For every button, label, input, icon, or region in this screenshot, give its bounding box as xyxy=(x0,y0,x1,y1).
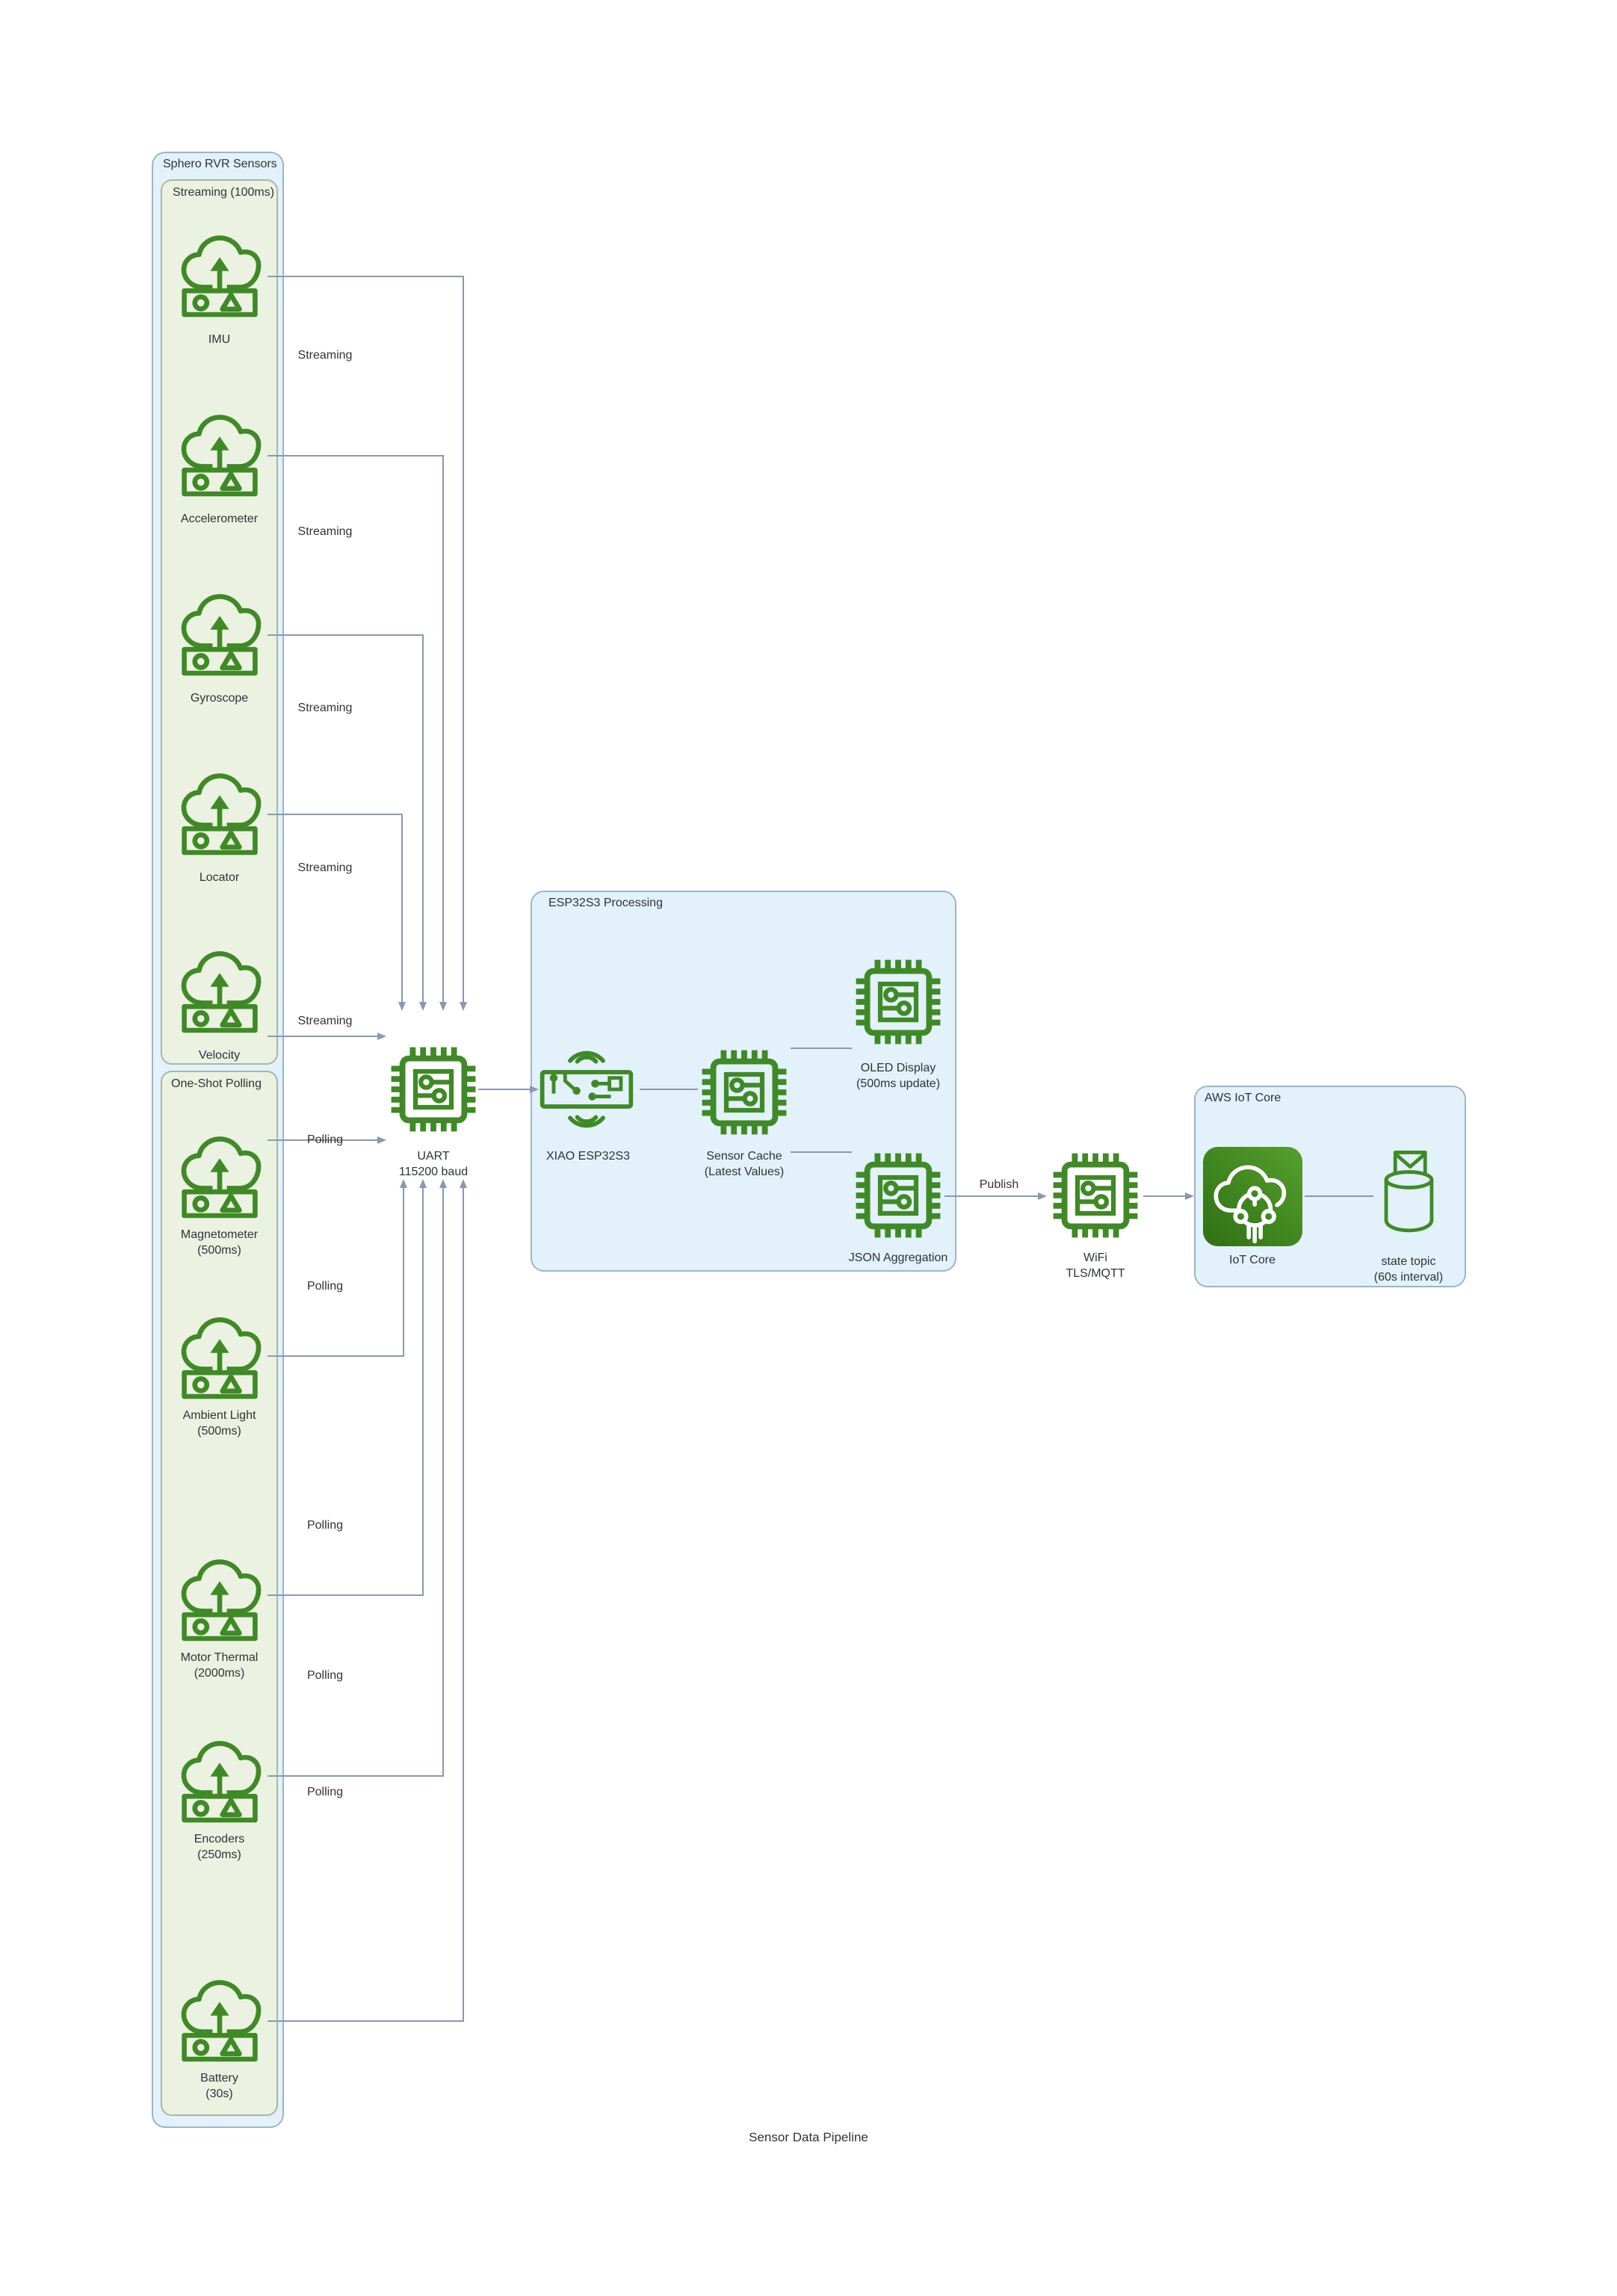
node-sensor-cache-label: Sensor Cache (Latest Values) xyxy=(677,1148,811,1180)
node-ambient-light xyxy=(175,1313,265,1403)
node-accelerometer-label: Accelerometer xyxy=(180,513,259,525)
iot-sensor-icon xyxy=(175,232,265,321)
iot-sensor-icon xyxy=(175,590,265,680)
label-line-1: Magnetometer xyxy=(180,1228,259,1241)
label-line-2: (Latest Values) xyxy=(704,1166,785,1178)
node-xiao-label: XIAO ESP32S3 xyxy=(545,1150,631,1163)
chip-icon xyxy=(853,957,943,1047)
label-line-2: (30s) xyxy=(205,2088,233,2100)
label-line-2: 115200 baud xyxy=(398,1166,469,1178)
node-encoders-label: Encoders (250ms) xyxy=(161,1831,278,1863)
chip-icon xyxy=(389,1045,478,1134)
group-esp-label: ESP32S3 Processing xyxy=(548,897,663,909)
label-line-1: Encoders xyxy=(194,1833,245,1845)
label-line-1: Battery xyxy=(200,2072,238,2085)
edge-locator-uart xyxy=(268,814,406,1011)
node-accelerometer xyxy=(175,411,265,501)
label-line-1: state topic xyxy=(1381,1255,1436,1268)
edge-label-polling-battery: Polling xyxy=(306,1786,344,1798)
edge-label-polling-ambient: Polling xyxy=(306,1280,344,1293)
node-locator xyxy=(175,770,265,859)
node-imu-label: IMU xyxy=(208,333,231,346)
label-line-2: (500ms) xyxy=(197,1244,241,1257)
edge-motor-thermal-uart xyxy=(268,1179,427,1596)
edge-label-streaming-accelerometer: Streaming xyxy=(297,525,353,538)
iot-sensor-icon xyxy=(175,1133,265,1222)
group-sphero-label: Sphero RVR Sensors xyxy=(163,158,277,170)
node-wifi-mqtt xyxy=(1051,1151,1140,1240)
node-sensor-cache xyxy=(699,1048,789,1137)
node-ambient-light-label: Ambient Light (500ms) xyxy=(161,1408,278,1439)
edge-label-streaming-locator: Streaming xyxy=(297,861,353,874)
node-state-topic xyxy=(1376,1148,1441,1241)
label-line-2: (2000ms) xyxy=(194,1667,245,1680)
label-line-2: (500ms update) xyxy=(856,1077,941,1090)
label-line-1: Sensor Cache xyxy=(706,1150,782,1163)
edge-ambient-uart xyxy=(268,1179,407,1357)
edge-label-streaming-gyroscope: Streaming xyxy=(297,702,353,714)
iot-board-wifi-icon xyxy=(537,1039,637,1139)
node-iot-core-label: IoT Core xyxy=(1229,1254,1276,1266)
label-line-1: Motor Thermal xyxy=(180,1651,259,1664)
mqtt-topic-icon xyxy=(1376,1148,1441,1241)
chip-icon xyxy=(699,1048,789,1137)
iot-sensor-icon xyxy=(175,1313,265,1403)
node-iot-core xyxy=(1203,1147,1302,1246)
node-magnetometer xyxy=(175,1133,265,1222)
iot-sensor-icon xyxy=(175,770,265,859)
node-motor-thermal xyxy=(175,1556,265,1645)
edge-label-polling-magnetometer: Polling xyxy=(306,1133,344,1146)
iot-sensor-icon xyxy=(175,1556,265,1645)
edge-encoders-uart xyxy=(268,1179,447,1777)
node-encoders xyxy=(175,1737,265,1827)
iot-sensor-icon xyxy=(175,1737,265,1827)
node-motor-thermal-label: Motor Thermal (2000ms) xyxy=(161,1650,278,1681)
label-line-1: UART xyxy=(417,1150,450,1163)
edge-label-streaming-imu: Streaming xyxy=(297,349,353,362)
node-gyroscope-label: Gyroscope xyxy=(190,692,249,705)
node-gyroscope xyxy=(175,590,265,680)
node-locator-label: Locator xyxy=(199,871,240,884)
node-battery xyxy=(175,1976,265,2066)
node-wifi-label: WiFi TLS/MQTT xyxy=(1028,1250,1163,1281)
chip-icon xyxy=(853,1151,943,1240)
edge-battery-uart xyxy=(268,1179,467,2022)
node-imu xyxy=(175,232,265,321)
label-line-1: WiFi xyxy=(1083,1251,1107,1264)
label-line-1: Ambient Light xyxy=(182,1409,256,1422)
node-json-aggregation-label: JSON Aggregation xyxy=(848,1251,948,1264)
edge-label-streaming-velocity: Streaming xyxy=(297,1015,353,1027)
iot-sensor-icon xyxy=(175,411,265,501)
edge-label-polling-motor-thermal: Polling xyxy=(306,1519,344,1532)
edge-label-polling-encoders: Polling xyxy=(306,1669,344,1682)
edge-imu-uart xyxy=(268,276,467,1011)
edge-label-publish: Publish xyxy=(979,1178,1019,1191)
node-velocity-label: Velocity xyxy=(198,1049,241,1062)
label-line-1: OLED Display xyxy=(860,1062,936,1074)
group-polling-label: One-Shot Polling xyxy=(171,1077,262,1090)
node-velocity xyxy=(175,947,265,1037)
aws-iot-core-icon xyxy=(1203,1147,1302,1246)
iot-sensor-icon xyxy=(175,1976,265,2066)
label-line-2: (500ms) xyxy=(197,1425,241,1438)
diagram-title: Sensor Data Pipeline xyxy=(749,2130,868,2144)
iot-sensor-icon xyxy=(175,947,265,1037)
node-oled-display xyxy=(853,957,943,1047)
node-xiao-esp32s3 xyxy=(537,1039,637,1139)
node-battery-label: Battery (30s) xyxy=(161,2070,278,2102)
chip-icon xyxy=(1051,1151,1140,1240)
group-streaming-label: Streaming (100ms) xyxy=(173,186,275,199)
label-line-2: (250ms) xyxy=(197,1848,241,1861)
node-oled-label: OLED Display (500ms update) xyxy=(831,1060,965,1092)
node-uart-label: UART 115200 baud xyxy=(366,1148,501,1180)
label-line-2: (60s interval) xyxy=(1373,1271,1444,1284)
group-aws-label: AWS IoT Core xyxy=(1205,1092,1281,1104)
edge-gyroscope-uart xyxy=(268,634,427,1011)
label-line-2: TLS/MQTT xyxy=(1066,1267,1125,1280)
node-state-topic-label: state topic (60s interval) xyxy=(1341,1254,1476,1285)
node-json-aggregation xyxy=(853,1151,943,1240)
node-uart xyxy=(389,1045,478,1134)
node-magnetometer-label: Magnetometer (500ms) xyxy=(161,1227,278,1258)
